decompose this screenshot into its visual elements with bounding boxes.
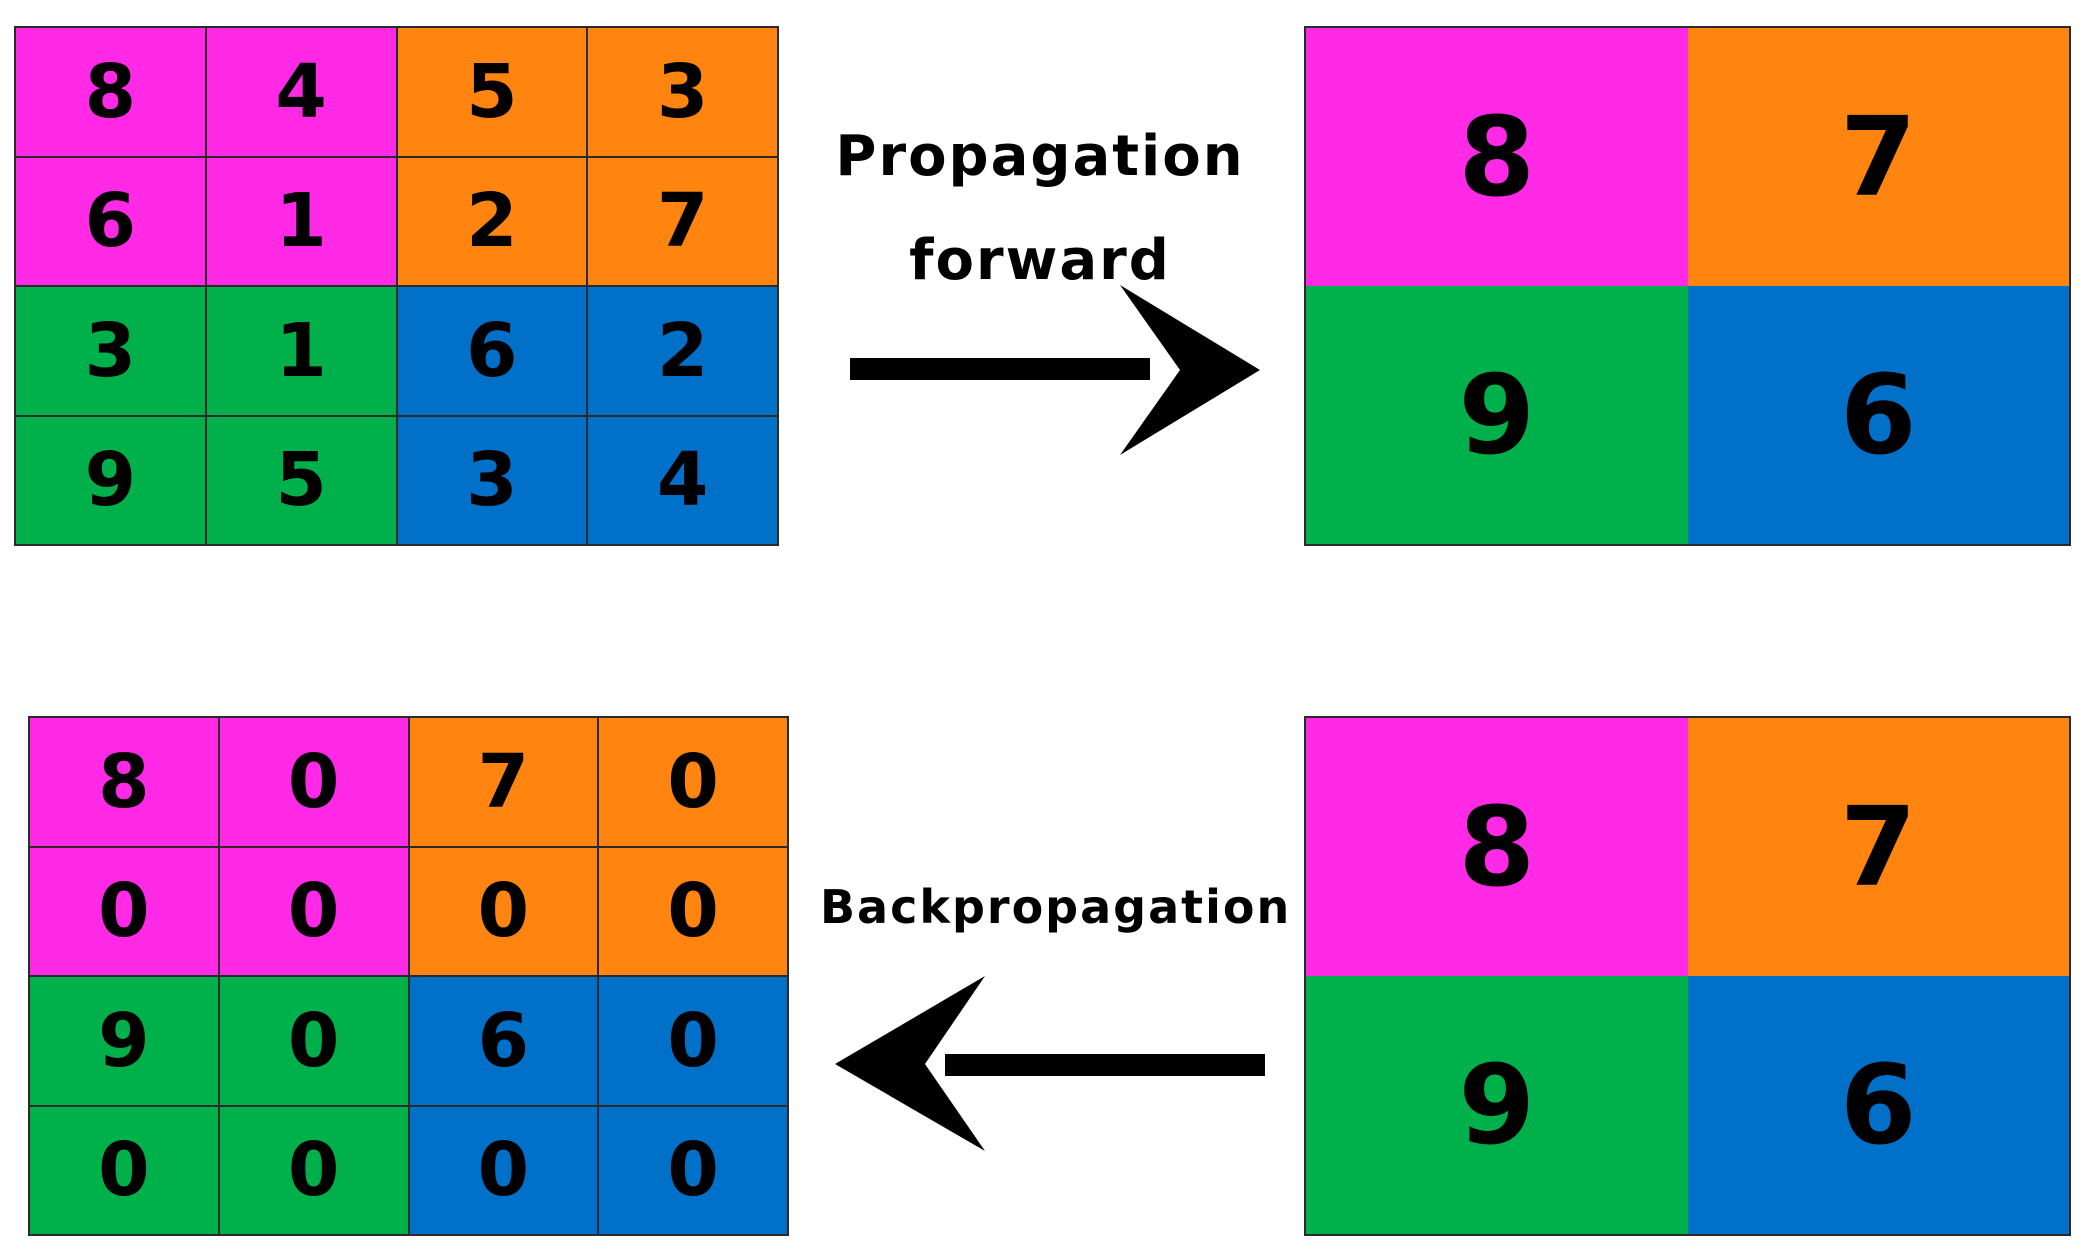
grid-cell: 0 — [30, 1106, 218, 1234]
grid-cell: 0 — [409, 847, 598, 975]
right-arrow-icon — [850, 285, 1260, 455]
grid-cell: 5 — [206, 416, 396, 544]
grid-cell: 9 — [1306, 286, 1688, 544]
forward-label-line1: Propagation — [835, 124, 1245, 189]
forward-label-line2: forward — [909, 228, 1171, 293]
grid-cell: 0 — [599, 1106, 787, 1234]
grid-cell: 0 — [599, 718, 787, 846]
grid-cell: 2 — [397, 157, 587, 285]
grid-cell: 8 — [16, 28, 205, 156]
grid-cell: 5 — [397, 28, 587, 156]
grid-cell: 3 — [397, 416, 587, 544]
grid-cell: 9 — [1306, 976, 1688, 1234]
grid-cell: 3 — [588, 28, 777, 156]
grid-cell: 0 — [599, 977, 787, 1105]
grid-cell: 6 — [397, 287, 587, 415]
grid-cell: 0 — [219, 847, 408, 975]
grid-cell: 1 — [206, 157, 396, 285]
grid-cell: 4 — [206, 28, 396, 156]
grid-cell: 6 — [1687, 976, 2069, 1234]
grid-cell: 0 — [219, 977, 408, 1105]
grid-cell: 8 — [30, 718, 218, 846]
grid-cell: 0 — [599, 847, 787, 975]
grid-cell: 7 — [588, 157, 777, 285]
grid-cell: 6 — [409, 977, 598, 1105]
grid-cell: 0 — [219, 1106, 408, 1234]
grid-cell: 0 — [219, 718, 408, 846]
grid-cell: 7 — [409, 718, 598, 846]
forward-label: Propagation forward — [830, 105, 1250, 313]
grid-cell: 6 — [16, 157, 205, 285]
grid-cell: 3 — [16, 287, 205, 415]
grid-cell: 9 — [16, 416, 205, 544]
grid-cell: 8 — [1306, 718, 1688, 976]
grid-cell: 9 — [30, 977, 218, 1105]
grid-cell: 0 — [409, 1106, 598, 1234]
left-arrow-icon — [835, 976, 1265, 1151]
grid-cell: 0 — [30, 847, 218, 975]
grid-cell: 1 — [206, 287, 396, 415]
grid-cell: 2 — [588, 287, 777, 415]
backward-label: Backpropagation — [820, 880, 1292, 934]
grid-cell: 4 — [588, 416, 777, 544]
grid-cell: 7 — [1687, 28, 2069, 286]
grid-cell: 7 — [1687, 718, 2069, 976]
grid-cell: 8 — [1306, 28, 1688, 286]
grid-cell: 6 — [1687, 286, 2069, 544]
